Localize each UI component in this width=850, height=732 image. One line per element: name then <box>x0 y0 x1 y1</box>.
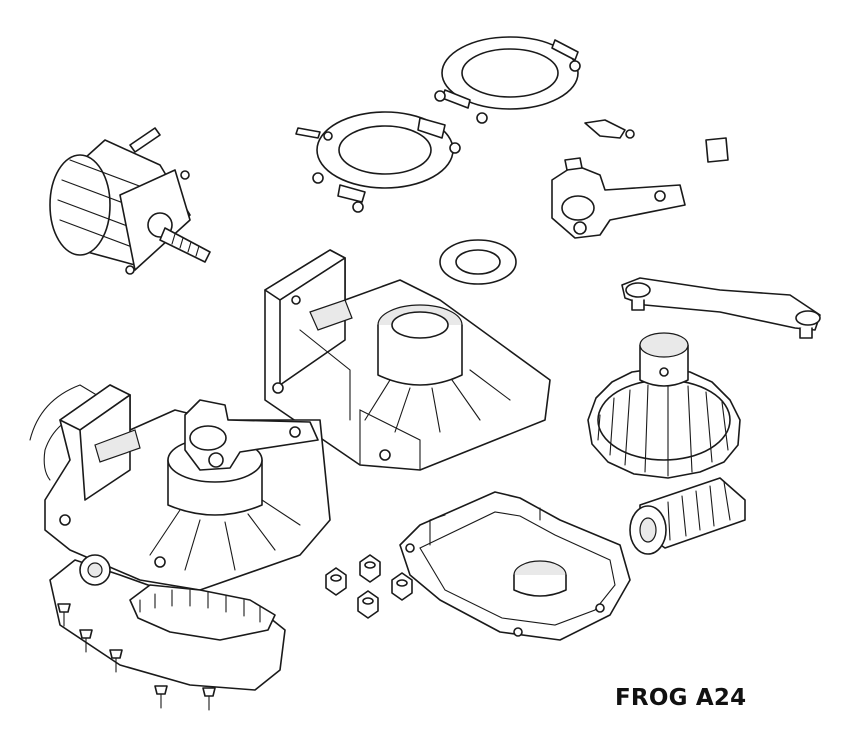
base-plate <box>49 554 286 691</box>
model-label: FROG A24 <box>615 685 747 711</box>
cover-plate <box>399 491 631 641</box>
key-block <box>705 137 729 163</box>
gear-housing-middle <box>264 249 551 471</box>
motor <box>49 127 211 275</box>
connecting-arm <box>621 277 821 339</box>
screw-set-left <box>57 603 216 711</box>
gear-housing-assembled <box>44 384 331 591</box>
seal-ring <box>439 239 517 285</box>
limit-switch <box>584 119 635 139</box>
worm-shaft <box>629 477 746 555</box>
output-gear <box>587 332 741 479</box>
release-lever <box>551 157 686 239</box>
nut-set <box>325 554 413 619</box>
ring-bracket-lower <box>295 111 461 213</box>
ring-bracket-upper <box>434 36 581 124</box>
